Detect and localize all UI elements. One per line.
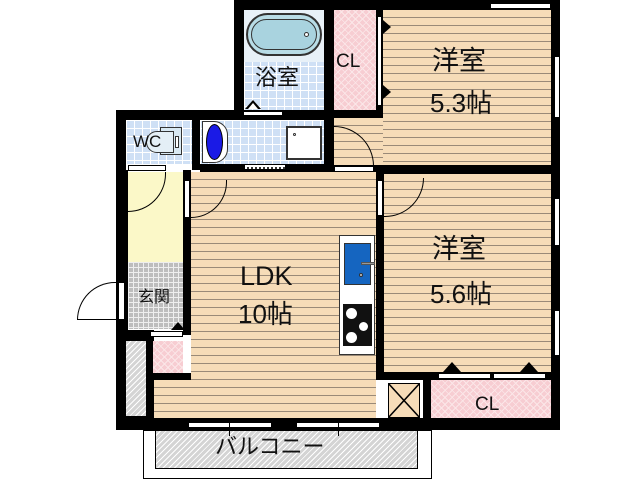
sink-drain-icon (359, 273, 363, 277)
burner-icon (346, 308, 357, 319)
balcony-floor (155, 430, 418, 469)
entrance-door[interactable] (118, 282, 125, 320)
burner-icon (359, 322, 368, 331)
bathtub-drain-icon (304, 32, 309, 37)
pipe-space-box (388, 383, 420, 418)
wc-door[interactable] (128, 165, 166, 171)
toilet-bowl-icon (146, 131, 174, 153)
western-room-2-size: 5.6帖 (430, 279, 493, 309)
shoe-arrow-icon (171, 322, 185, 330)
western-room-1-name: 洋室 (432, 46, 486, 77)
wall-bath-cl (324, 0, 334, 172)
shoe-closet-door[interactable] (150, 331, 183, 337)
balcony-window-left[interactable] (188, 422, 272, 428)
ldk-floor-lower (154, 380, 376, 418)
wall-bath-left (234, 0, 244, 120)
shoe-closet (153, 341, 183, 373)
wall-top-bath (234, 0, 560, 10)
room1-door[interactable] (334, 166, 374, 172)
closet-top-label: CL (336, 51, 361, 72)
western-room-2-name: 洋室 (432, 234, 486, 265)
ldk-door[interactable] (184, 180, 190, 218)
wall-bath-bottom (244, 110, 334, 120)
window-room2-right-upper[interactable] (554, 198, 560, 246)
closet-bottom-door-left[interactable] (438, 373, 491, 379)
balcony-label: バルコニー (215, 435, 325, 460)
bath-door-arrow-icon-fill (248, 103, 258, 109)
wall-wc-top (116, 110, 244, 120)
wall-room1-room2 (334, 165, 551, 174)
closet-top-door[interactable] (377, 16, 382, 106)
entrance-door-swing[interactable] (77, 282, 118, 320)
window-room2-right-lower[interactable] (554, 310, 560, 356)
bath-label: 浴室 (255, 66, 300, 91)
closet-bottom-label: CL (475, 394, 500, 415)
window-room1-top[interactable] (490, 3, 551, 9)
washbasin-tap-icon (293, 133, 296, 136)
wall-cl-left (423, 380, 431, 420)
western-room-1-floor (383, 10, 551, 165)
ldk-name: LDK (240, 261, 293, 291)
window-mullion (338, 418, 339, 436)
closet-arrow-icon (443, 362, 461, 372)
faucet-icon (361, 262, 375, 265)
wall-wc-right (192, 118, 200, 170)
closet-bottom-door-right[interactable] (493, 373, 546, 379)
wall-cl-bottom (334, 110, 383, 118)
entrance-floor (128, 262, 183, 329)
toilet-seat-icon (175, 136, 179, 148)
cross-icon (389, 384, 419, 417)
wall-ldk-room2 (376, 165, 384, 380)
pipe-shaft (126, 341, 146, 416)
western-room-1-size: 5.3帖 (430, 88, 493, 118)
burner-icon (346, 332, 357, 343)
wall-shoe-bottom (146, 373, 191, 380)
washbasin-icon (286, 126, 322, 160)
ldk-size: 10帖 (238, 299, 293, 329)
wall-entrance-right (183, 170, 191, 335)
room2-door[interactable] (377, 180, 383, 216)
wall-left-upper (116, 110, 126, 180)
closet-arrow-icon (383, 85, 391, 99)
western-room-2-floor (384, 174, 551, 373)
closet-bottom (431, 380, 551, 418)
window-mullion (229, 418, 230, 436)
wc-label: WC (133, 132, 162, 151)
bath-door[interactable] (243, 111, 283, 116)
washroom-door[interactable] (244, 164, 286, 170)
closet-arrow-icon (383, 20, 391, 34)
closet-top (334, 10, 377, 110)
window-room1-right[interactable] (554, 56, 560, 118)
washer-drum-icon (206, 124, 223, 160)
closet-arrow-icon (520, 362, 538, 372)
entrance-label: 玄関 (138, 287, 171, 306)
